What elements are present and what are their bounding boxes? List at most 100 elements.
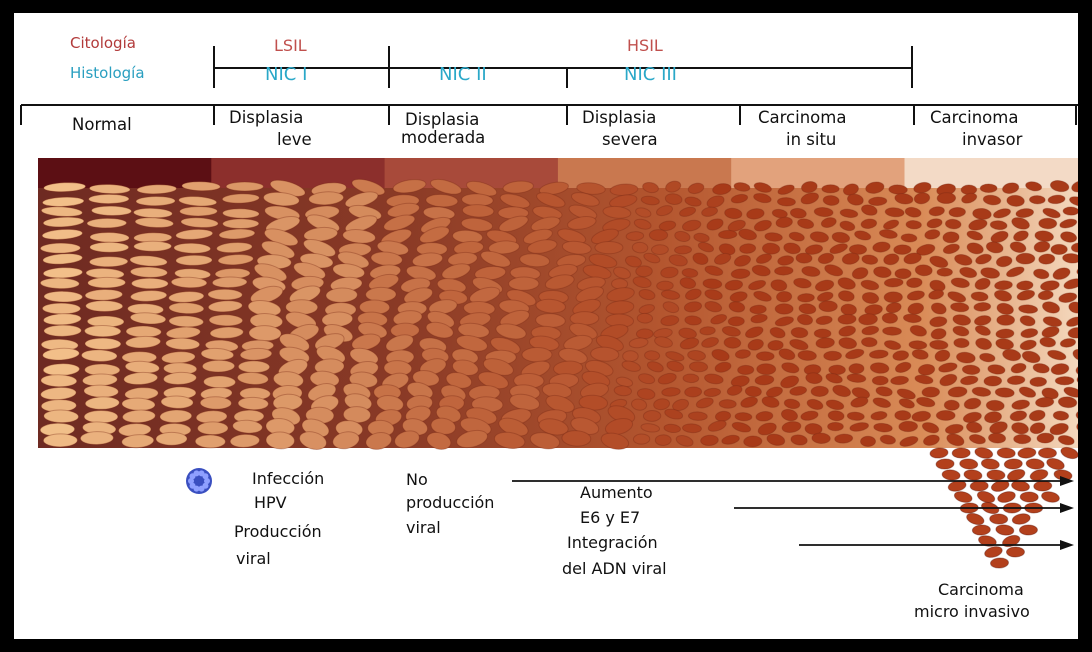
cell (649, 230, 667, 241)
cell (824, 351, 842, 361)
invasive-cell (930, 447, 949, 459)
cell (1037, 433, 1054, 444)
cell (1030, 377, 1047, 387)
cell (1014, 434, 1031, 444)
arrow-aumento-e6e7-head (1060, 503, 1074, 513)
cell (643, 410, 661, 421)
cell (126, 326, 162, 338)
histologia-label: Histología (70, 65, 145, 82)
cell (811, 386, 829, 397)
cell (90, 242, 129, 252)
stage-severa-2: severa (602, 131, 658, 150)
cell (208, 289, 243, 300)
cell (633, 434, 650, 445)
invasive-cell (996, 490, 1016, 504)
invasive-cell (1019, 525, 1037, 535)
cell (595, 241, 623, 253)
invasive-cell (952, 448, 970, 459)
cell (223, 219, 259, 229)
invasive-cell (936, 459, 955, 470)
cell (894, 245, 912, 255)
nic3-label: NIC III (624, 65, 677, 86)
cell (683, 374, 699, 383)
cell (651, 245, 668, 255)
cell (1029, 195, 1045, 204)
invasive-cell (995, 524, 1014, 536)
cell (91, 206, 131, 216)
cell (636, 266, 653, 277)
note-viral-1: viral (236, 550, 271, 568)
invasive-cell (965, 511, 985, 526)
cell (882, 313, 898, 324)
cell (1016, 253, 1035, 264)
cell (89, 194, 129, 203)
cell (861, 337, 877, 347)
cell (42, 303, 80, 314)
stage-invasor-2: invasor (962, 131, 1022, 150)
invasive-cell (1020, 492, 1038, 503)
invasive-cell (1011, 512, 1031, 525)
cell (636, 329, 653, 339)
invasive-cell (997, 447, 1016, 458)
cell (197, 422, 228, 435)
cell (756, 352, 774, 361)
invasive-cell (974, 446, 994, 460)
invasive-cell (1029, 468, 1049, 482)
note-no: No (406, 471, 428, 489)
cell (41, 374, 77, 387)
cell (674, 245, 691, 254)
invasive-cell (963, 469, 982, 481)
arrow-integracion-head (1060, 540, 1074, 550)
invasive-cell (987, 469, 1006, 480)
cell (884, 292, 902, 303)
note-hpv: HPV (254, 494, 287, 512)
invasive-cell (972, 524, 991, 535)
cell (743, 436, 762, 448)
cell (895, 410, 911, 420)
hpv-virus-capsomere (202, 473, 208, 479)
note-integracion: Integración (567, 534, 658, 552)
cell (366, 287, 397, 302)
cell (509, 277, 539, 290)
cell (204, 376, 236, 388)
stage-insitu-1: Carcinoma (758, 109, 846, 128)
cell (134, 241, 172, 251)
note-infeccion: Infección (252, 470, 324, 488)
invasive-cell (1004, 458, 1023, 469)
cell (226, 182, 263, 191)
cell (984, 376, 1002, 387)
cell (684, 387, 701, 398)
diagram-frame: Citología Histología LSIL HSIL NIC I NIC… (14, 13, 1078, 639)
cell (776, 291, 792, 302)
cell (195, 435, 225, 448)
cell (849, 363, 864, 374)
cell (980, 184, 997, 193)
cell (860, 436, 875, 446)
nic1-label: NIC I (265, 65, 307, 86)
invasive-cell (953, 490, 973, 504)
cell (872, 376, 888, 385)
cell (718, 230, 737, 239)
invasive-cell (970, 481, 988, 492)
cell (131, 278, 168, 289)
cell (949, 207, 966, 217)
invasive-cell (990, 557, 1009, 568)
invasive-cell (1001, 533, 1021, 549)
cell (796, 253, 812, 264)
invasive-cell (1045, 457, 1065, 472)
stage-leve-1: Displasia (229, 109, 303, 128)
note-carcinoma: Carcinoma (938, 581, 1024, 599)
nic2-label: NIC II (439, 65, 487, 86)
cell (944, 400, 959, 411)
invasive-cell (1006, 547, 1024, 557)
cell (997, 315, 1015, 325)
note-adn: del ADN viral (562, 560, 667, 578)
cell (40, 278, 79, 289)
cell (1055, 376, 1074, 384)
invasive-cell (981, 458, 1000, 470)
cell (1051, 244, 1067, 254)
cell (822, 185, 839, 193)
invasive-cell (1034, 481, 1052, 492)
cell (936, 411, 955, 421)
cell (176, 255, 212, 266)
